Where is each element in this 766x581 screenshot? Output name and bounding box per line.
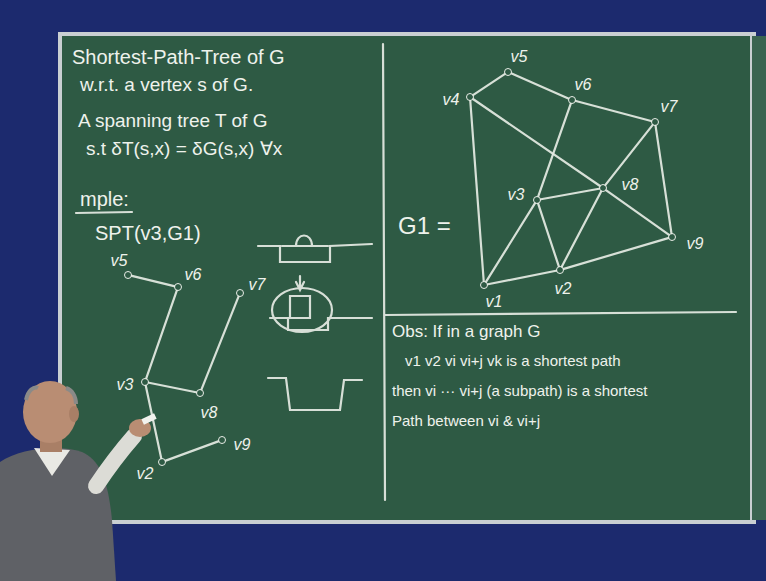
underline (76, 212, 132, 213)
vertex-label: v8 (201, 404, 218, 422)
graph-edge (149, 383, 196, 392)
chalk-text: Shortest-Path-Tree of G (72, 46, 285, 69)
chalk-piece (141, 413, 156, 424)
vertex-label: v3 (117, 376, 134, 394)
chalk-text: Obs: If in a graph G (392, 322, 540, 342)
vertex-label: v5 (511, 48, 528, 66)
graph-vertex: v9 (218, 436, 226, 444)
vertex-label: v6 (575, 76, 592, 94)
chalk-text: mple: (80, 188, 129, 211)
chalk-text: G1 = (398, 212, 451, 240)
divider-line (385, 312, 736, 315)
graph-edge (605, 125, 652, 185)
divider-line (383, 44, 385, 500)
chalk-sketch (270, 296, 372, 330)
graph-vertex: v2 (158, 458, 166, 466)
board-frame (58, 32, 756, 524)
chalk-text: Path between vi & vi+j (392, 412, 540, 429)
graph-vertex: v6 (174, 283, 182, 291)
chalk-sketch (296, 276, 304, 290)
lecturer-ear (69, 406, 79, 422)
chalk-text: w.r.t. a vertex s of G. (80, 74, 253, 96)
lecturer-vest (0, 448, 116, 581)
graph-edge (166, 441, 218, 460)
graph-edge (564, 238, 668, 269)
board-surface (62, 36, 750, 520)
vertex-label: v9 (234, 436, 251, 454)
graph-vertex: v6 (568, 96, 576, 104)
graph-vertex: v9 (668, 233, 676, 241)
graph-edge (606, 190, 668, 234)
next-board (752, 36, 766, 520)
vertex-label: v9 (687, 235, 704, 253)
lecturer-arm (96, 436, 134, 486)
vertex-label: v8 (622, 176, 639, 194)
vertex-label: v5 (111, 252, 128, 270)
lecturer-collar (34, 448, 70, 476)
chalk-sketch (272, 288, 332, 332)
graph-vertex: v8 (599, 184, 607, 192)
graph-edge (473, 99, 599, 185)
vertex-label: v2 (137, 465, 154, 483)
vertex-label: v7 (661, 98, 678, 116)
graph-edge (541, 189, 599, 200)
graph-vertex: v1 (480, 281, 488, 289)
lecturer-head (23, 381, 77, 443)
graph-edge (473, 74, 504, 95)
vertex-label: v7 (249, 276, 266, 294)
vertex-label: v6 (185, 266, 202, 284)
graph-edge (562, 192, 601, 267)
vertex-label: v1 (486, 293, 503, 311)
graph-vertex: v4 (466, 93, 474, 101)
lecturer-hair (26, 388, 76, 405)
graph-edge (538, 204, 559, 266)
graph-edge (488, 271, 556, 284)
chalk-text: A spanning tree T of G (78, 110, 267, 132)
graph-edge (201, 297, 238, 390)
graph-edge (538, 104, 570, 196)
graph-edge (146, 291, 176, 378)
chalk-text: v1 v2 vi vi+j vk is a shortest path (405, 352, 621, 369)
chalk-text: then vi ··· vi+j (a subpath) is a shorte… (392, 382, 648, 399)
graph-edge (576, 101, 651, 121)
graph-vertex: v3 (533, 196, 541, 204)
chalk-text: s.t δT(s,x) = δG(s,x) ∀x (86, 138, 282, 160)
chalk-sketch (268, 378, 362, 410)
chalk-sketch (258, 236, 372, 263)
graph-vertex: v7 (651, 118, 659, 126)
graph-vertex: v2 (556, 266, 564, 274)
graph-vertex: v8 (196, 389, 204, 397)
vertex-label: v4 (443, 91, 460, 109)
chalk-text: SPT(v3,G1) (95, 222, 201, 245)
graph-edge (132, 276, 174, 286)
graph-vertex: v5 (504, 68, 512, 76)
graph-vertex: v3 (141, 378, 149, 386)
graph-vertex: v7 (236, 289, 244, 297)
graph-edge (512, 74, 569, 99)
vertex-label: v3 (508, 186, 525, 204)
graph-edge (486, 203, 535, 281)
vertex-label: v2 (555, 280, 572, 298)
graph-edge (656, 126, 672, 233)
graph-edge (470, 101, 483, 281)
graph-vertex: v5 (124, 271, 132, 279)
